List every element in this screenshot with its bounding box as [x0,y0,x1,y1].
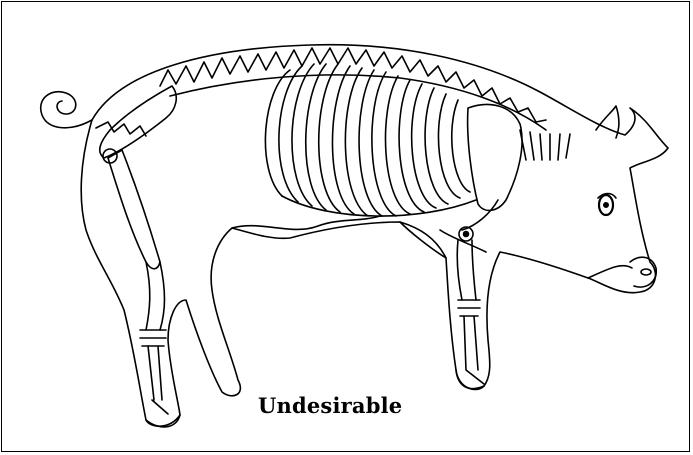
hind-leg-bones [103,149,168,414]
diagram-caption: Undesirable [258,393,402,418]
fore-leg-bones [457,200,498,384]
ear [596,106,619,138]
tail [41,92,92,128]
snout [630,257,656,287]
scapula [468,105,522,211]
